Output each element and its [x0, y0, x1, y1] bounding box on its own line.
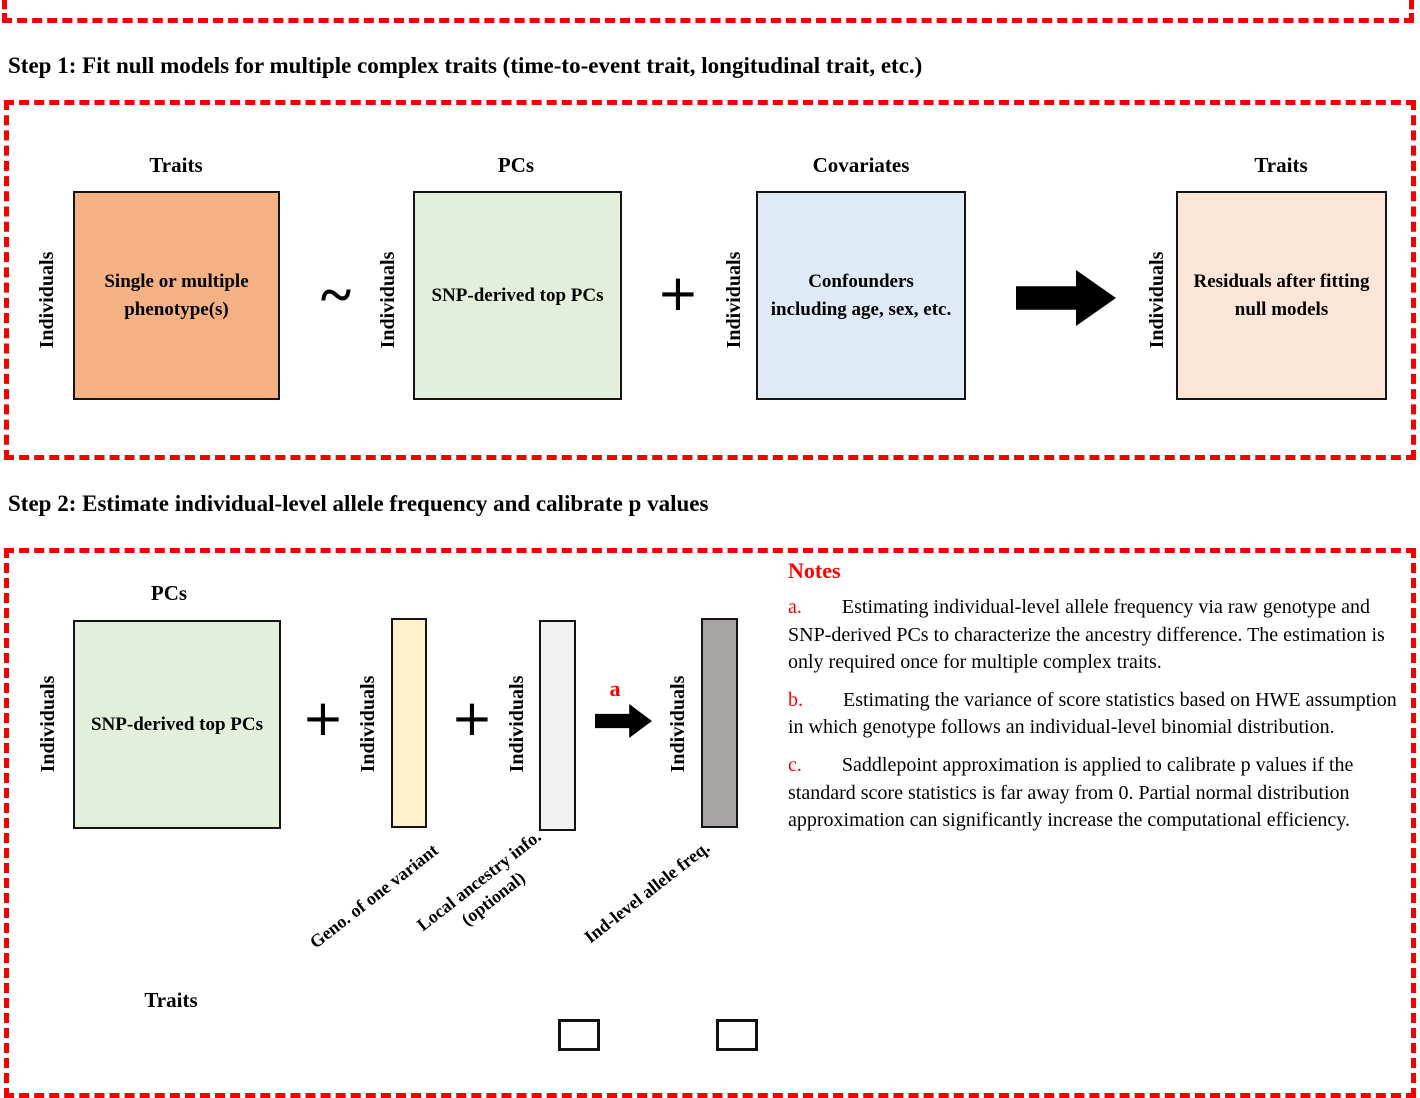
- step1-individuals-label-1: Individuals: [36, 251, 58, 349]
- tilde-operator: ~: [320, 262, 352, 327]
- step2-title: Step 2: Estimate individual-level allele…: [8, 491, 709, 516]
- notes-heading: Notes: [788, 558, 841, 583]
- genotype-column: [391, 618, 427, 828]
- top-partial-dashed-box: [2, 0, 1414, 23]
- note-letter-c: c.: [788, 753, 802, 776]
- note-item-c: c.Saddlepoint approximation is applied t…: [788, 752, 1408, 835]
- note-item-b: b.Estimating the variance of score stati…: [788, 687, 1408, 742]
- step2-individuals-label-2: Individuals: [357, 675, 379, 773]
- step2-individuals-label-3: Individuals: [506, 675, 528, 773]
- note-text-a: Estimating individual-level allele frequ…: [788, 596, 1385, 674]
- step1-header-traits-left: Traits: [149, 153, 203, 177]
- step1-individuals-label-3: Individuals: [723, 251, 745, 349]
- notes-panel: Notes a.Estimating individual-level alle…: [788, 558, 1408, 845]
- note-text-c: Saddlepoint approximation is applied to …: [788, 753, 1354, 832]
- note-item-a: a.Estimating individual-level allele fre…: [788, 594, 1408, 677]
- note-letter-b: b.: [788, 688, 803, 711]
- allele-freq-column: [701, 618, 738, 828]
- step1-individuals-label-2: Individuals: [377, 251, 399, 349]
- step2-bottom-header-traits: Traits: [144, 988, 198, 1012]
- residuals-matrix-box: Residuals after fitting null models: [1176, 191, 1387, 400]
- step1-individuals-label-4: Individuals: [1146, 251, 1168, 349]
- note-text-b: Estimating the variance of score statist…: [788, 688, 1397, 739]
- step2-header-pcs: PCs: [150, 581, 188, 605]
- pcs-matrix-box-step1: SNP-derived top PCs: [413, 191, 622, 400]
- step1-dashed-box: [4, 100, 1416, 460]
- step1-title: Step 1: Fit null models for multiple com…: [8, 53, 923, 78]
- pcs-matrix-box-step2: SNP-derived top PCs: [73, 620, 281, 829]
- local-ancestry-column: [539, 620, 576, 831]
- note-letter-a: a.: [788, 596, 802, 618]
- arrow-annotation-a: a: [609, 676, 621, 701]
- phenotype-matrix-box: Single or multiple phenotype(s): [73, 191, 280, 400]
- step1-header-pcs: PCs: [497, 153, 535, 177]
- plus-operator-step2-1: +: [302, 689, 344, 747]
- step2-individuals-label-4: Individuals: [667, 675, 689, 773]
- plus-operator-step1: +: [657, 264, 699, 322]
- covariates-matrix-box: Confounders including age, sex, etc.: [756, 191, 966, 400]
- step1-header-covariates: Covariates: [812, 153, 910, 177]
- step1-header-traits-right: Traits: [1254, 153, 1308, 177]
- step2-individuals-label-1: Individuals: [37, 675, 59, 773]
- plus-operator-step2-2: +: [451, 689, 493, 747]
